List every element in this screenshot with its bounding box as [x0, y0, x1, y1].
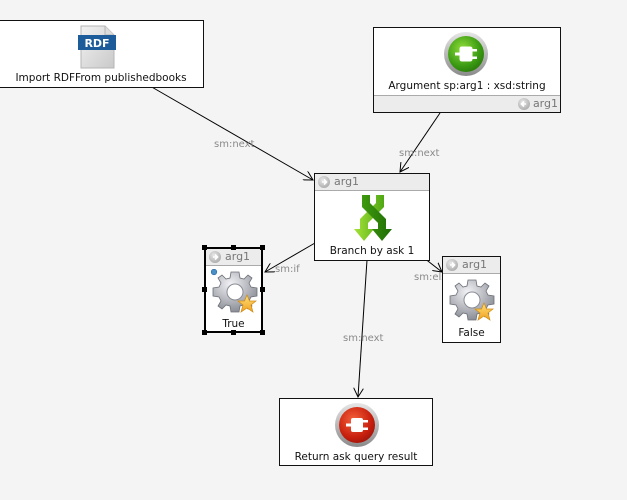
edge-label-argument-next: sm:next	[399, 148, 440, 159]
edge-argument-to-branch[interactable]	[400, 112, 441, 172]
node-import-rdf[interactable]: RDF Import RDFFrom publishedbooks	[0, 20, 204, 88]
edge-branch-to-return[interactable]	[358, 259, 368, 397]
resize-handle-e[interactable]	[260, 287, 265, 292]
node-label: Argument sp:arg1 : xsd:string	[388, 80, 546, 92]
port-arrow-left-icon	[518, 98, 530, 110]
edge-label-import-next: sm:next	[214, 139, 255, 150]
port-label: arg1	[225, 250, 251, 263]
node-false[interactable]: arg1 False	[442, 256, 501, 343]
resize-handle-w[interactable]	[202, 287, 207, 292]
resize-handle-s[interactable]	[231, 330, 236, 335]
node-true[interactable]: arg1 True	[204, 247, 263, 333]
input-port-bar[interactable]: arg1	[315, 174, 429, 191]
resize-handle-nw[interactable]	[202, 245, 207, 250]
node-label: Branch by ask 1	[329, 245, 415, 257]
input-port-bar[interactable]: arg1	[206, 249, 261, 266]
branch-arrows-icon	[350, 193, 396, 243]
port-label: arg1	[462, 258, 488, 271]
node-return[interactable]: Return ask query result	[279, 398, 433, 466]
port-arrow-right-icon	[446, 259, 458, 271]
resize-handle-se[interactable]	[260, 330, 265, 335]
input-port-bar[interactable]: arg1	[443, 257, 500, 274]
edge-label-if: sm:if	[275, 264, 300, 275]
edge-label-else: sm:else	[414, 272, 453, 283]
rdf-icon-text: RDF	[84, 37, 109, 50]
gear-star-icon	[210, 268, 259, 317]
resize-handle-ne[interactable]	[260, 245, 265, 250]
port-label: arg1	[334, 175, 360, 188]
rdf-file-icon: RDF	[77, 25, 117, 69]
node-label: True	[222, 318, 245, 330]
gear-star-icon	[448, 277, 496, 325]
node-argument[interactable]: Argument sp:arg1 : xsd:string arg1	[373, 27, 561, 113]
resize-handle-sw[interactable]	[202, 330, 207, 335]
edge-label-return-next: sm:next	[343, 333, 384, 344]
port-arrow-right-icon	[209, 251, 221, 263]
node-branch[interactable]: arg1 Branch by ask 1	[314, 173, 430, 261]
node-label: False	[458, 327, 485, 339]
port-arrow-right-icon	[318, 176, 330, 188]
resize-handle-n[interactable]	[231, 245, 236, 250]
port-label: arg1	[532, 97, 558, 110]
node-label: Import RDFFrom publishedbooks	[15, 72, 187, 84]
node-label: Return ask query result	[294, 451, 418, 463]
edge-import-to-branch[interactable]	[149, 85, 313, 180]
green-plug-icon	[443, 31, 489, 77]
red-plug-icon	[334, 402, 380, 448]
output-port-bar[interactable]: arg1	[374, 95, 560, 112]
